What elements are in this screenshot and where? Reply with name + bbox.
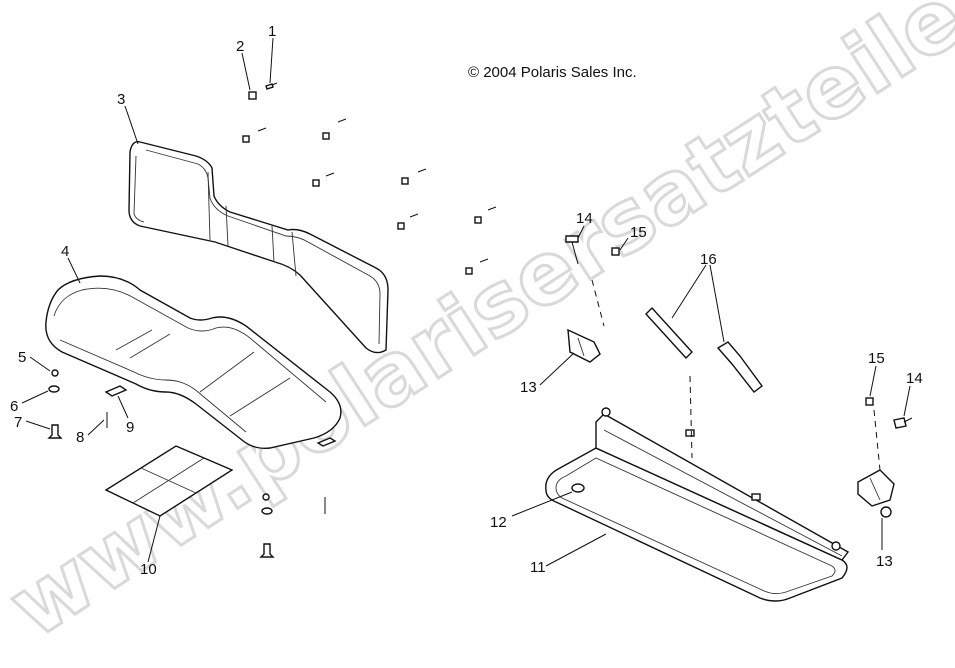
callout-6: 6 — [10, 398, 18, 415]
callout-7: 7 — [14, 414, 22, 431]
seat-belt-buckles — [645, 306, 763, 393]
callout-14-left: 14 — [576, 210, 593, 227]
seat-pad-sheet — [104, 445, 234, 517]
callout-16: 16 — [700, 251, 717, 268]
callout-labels: 1 2 3 4 5 6 7 8 9 10 11 12 13 13 14 14 1… — [10, 23, 923, 578]
callout-11: 11 — [530, 559, 546, 576]
hardware-clips-and-screws — [47, 82, 497, 558]
bolts-and-nuts — [565, 235, 913, 429]
seat-bottom — [45, 275, 342, 450]
callout-13-left: 13 — [520, 379, 537, 396]
callout-1: 1 — [268, 23, 276, 40]
callout-14-right: 14 — [906, 370, 923, 387]
latch-assembly-left — [567, 328, 601, 363]
callout-4: 4 — [61, 243, 69, 260]
bumper — [571, 483, 585, 493]
callout-9: 9 — [126, 419, 134, 436]
callout-5: 5 — [18, 349, 26, 366]
callout-15-left: 15 — [630, 224, 647, 241]
callout-2: 2 — [236, 38, 244, 55]
callout-12: 12 — [490, 514, 507, 531]
callout-10: 10 — [140, 561, 157, 578]
callout-15-right: 15 — [868, 350, 885, 367]
copyright-notice: © 2004 Polaris Sales Inc. — [468, 64, 637, 81]
seat-base-frame — [545, 407, 850, 602]
seat-back — [128, 141, 389, 354]
leader-lines — [21, 37, 911, 567]
callout-8: 8 — [76, 429, 84, 446]
latch-assembly-right — [857, 469, 895, 518]
callout-3: 3 — [117, 91, 125, 108]
callout-13-right: 13 — [876, 553, 893, 570]
